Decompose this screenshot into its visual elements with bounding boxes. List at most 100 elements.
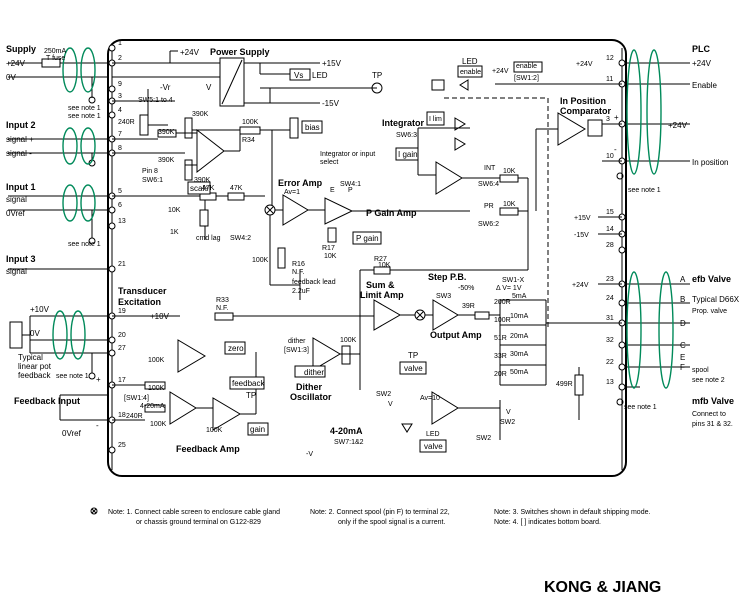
label-pin-b: B bbox=[680, 295, 685, 304]
label-p-gain-amp: P Gain Amp bbox=[366, 208, 417, 218]
note-4: Note: 4. [ ] indicates bottom board. bbox=[494, 519, 601, 526]
left-terminal-label: 21 bbox=[118, 261, 126, 268]
label-input3: Input 3 bbox=[6, 254, 36, 264]
label-input1-0vref: 0Vref bbox=[6, 209, 26, 218]
footnotes: Note: 1. Connect cable screen to enclosu… bbox=[90, 507, 650, 526]
label-100r: 100R bbox=[494, 317, 511, 324]
module-enclosure bbox=[107, 39, 627, 477]
note-3: Note: 3. Switches shown in default shipp… bbox=[494, 509, 650, 516]
feedback-box[interactable] bbox=[229, 376, 265, 390]
label-in-pos-comp-2: Comparator bbox=[560, 106, 612, 116]
label-plus24v-left: +24V bbox=[6, 59, 26, 68]
label-sw2-c: SW2 bbox=[500, 419, 515, 426]
label-pins: pins 31 & 32. bbox=[692, 421, 733, 428]
label-20ma: 20mA bbox=[510, 333, 529, 340]
label-see-note-1-c: see note 1 bbox=[68, 241, 101, 248]
label-pin8: Pin 8 bbox=[142, 168, 158, 175]
label-efb-valve: efb Valve bbox=[692, 274, 731, 284]
label-input1: Input 1 bbox=[6, 182, 36, 192]
label-sw1-3: [SW1:3] bbox=[284, 347, 309, 354]
label-nf-r16: N.F. bbox=[292, 269, 305, 276]
zero-pot-box[interactable] bbox=[224, 341, 246, 355]
label-power-supply: Power Supply bbox=[210, 47, 270, 57]
label-in-position: In position bbox=[692, 158, 728, 167]
left-terminal-1 bbox=[108, 44, 116, 52]
label-nf-r33: N.F. bbox=[216, 305, 229, 312]
label-p: P bbox=[348, 187, 353, 194]
label-minus-v: -V bbox=[306, 451, 313, 458]
label-av10: Av=10 bbox=[420, 395, 440, 402]
label-in-pos-comp-1: In Position bbox=[560, 96, 606, 106]
label-30ma: 30mA bbox=[510, 351, 529, 358]
left-terminal-label: 2 bbox=[118, 55, 122, 62]
label-input2: Input 2 bbox=[6, 120, 36, 130]
label-33r: 33R bbox=[494, 353, 507, 360]
label-see-note-1-e: see note 1 bbox=[628, 187, 661, 194]
left-terminal-6 bbox=[108, 206, 116, 214]
label-pin-c: C bbox=[680, 341, 686, 350]
right-terminal-label: 3 bbox=[606, 116, 610, 123]
label-390k-a: 390K bbox=[192, 111, 209, 118]
label-int: INT bbox=[484, 165, 496, 172]
scale-pot-box[interactable] bbox=[187, 181, 211, 195]
label-sw6-3: SW6:3 bbox=[396, 132, 417, 139]
label-plc: PLC bbox=[692, 44, 711, 54]
current-loop-block bbox=[399, 361, 584, 453]
enable-comparator-block bbox=[431, 61, 622, 330]
label-200r: 200R bbox=[494, 299, 511, 306]
label-sw3: SW3 bbox=[436, 293, 451, 300]
label-minus-vr: -Vr bbox=[160, 83, 171, 92]
label-plus-fb: + bbox=[96, 375, 101, 384]
label-plus24v-ip: +24V bbox=[668, 121, 688, 130]
label-100k-fl: 100K bbox=[252, 257, 269, 264]
right-terminal-label: 32 bbox=[606, 337, 614, 344]
label-enable-box: enable bbox=[460, 69, 481, 76]
label-tp-ps: TP bbox=[372, 71, 382, 80]
label-spool: spool bbox=[692, 367, 709, 374]
right-terminal-label: 12 bbox=[606, 55, 614, 62]
label-zero: zero bbox=[228, 344, 244, 353]
label-dither-osc-2: Oscillator bbox=[290, 392, 332, 402]
label-plus10v-right: +10V bbox=[150, 312, 170, 321]
gain-pot-box[interactable] bbox=[247, 422, 269, 436]
input-scaling-block bbox=[112, 89, 299, 205]
right-terminal-12 bbox=[618, 59, 626, 67]
label-feedback-lc: feedback bbox=[18, 371, 51, 380]
left-terminal-label: 25 bbox=[118, 442, 126, 449]
label-10k-in1: 10K bbox=[168, 207, 181, 214]
label-sw6-4: SW6:4 bbox=[478, 181, 499, 188]
note-2b: only if the spool signal is a current. bbox=[338, 519, 445, 526]
label-led-ps: LED bbox=[312, 71, 328, 80]
label-transducer: Transducer bbox=[118, 286, 167, 296]
label-100k-fb3: 100K bbox=[150, 421, 167, 428]
label-see-note-1-f: see note 1 bbox=[624, 404, 657, 411]
label-cap-22uf: 2.2uF bbox=[292, 288, 310, 295]
label-sw4-1: SW4:1 bbox=[340, 181, 361, 188]
left-terminal-label: 6 bbox=[118, 202, 122, 209]
label-input3-signal: signal bbox=[6, 267, 27, 276]
label-feedback-box: feedback bbox=[232, 379, 265, 388]
bias-pot-box[interactable] bbox=[301, 120, 323, 134]
left-terminal-13 bbox=[108, 222, 116, 230]
label-pin-f: F bbox=[680, 363, 685, 372]
label-plus24v-en: +24V bbox=[492, 68, 509, 75]
left-terminal-label: 20 bbox=[118, 332, 126, 339]
label-connect-to: Connect to bbox=[692, 411, 726, 418]
label-sw2-b: SW2 bbox=[476, 435, 491, 442]
left-terminal-label: 18 bbox=[118, 412, 126, 419]
label-1k-in1: 1K bbox=[170, 229, 179, 236]
error-and-p-gain-block bbox=[112, 192, 470, 300]
label-typical-d66x: Typical D66X bbox=[692, 295, 739, 304]
label-plus10v-left: +10V bbox=[30, 305, 50, 314]
label-plus24v-r2: +24V bbox=[572, 282, 589, 289]
label-see-note-2: see note 2 bbox=[692, 377, 725, 384]
label-dither: dither bbox=[288, 338, 306, 345]
label-av1: Av=1 bbox=[284, 189, 300, 196]
left-terminal-20 bbox=[108, 336, 116, 344]
label-plus24v-ps: +24V bbox=[180, 48, 200, 57]
label-390k-b: 390K bbox=[158, 129, 175, 136]
label-dither-btn: dither bbox=[304, 368, 324, 377]
label-v-ref: V bbox=[206, 83, 212, 92]
